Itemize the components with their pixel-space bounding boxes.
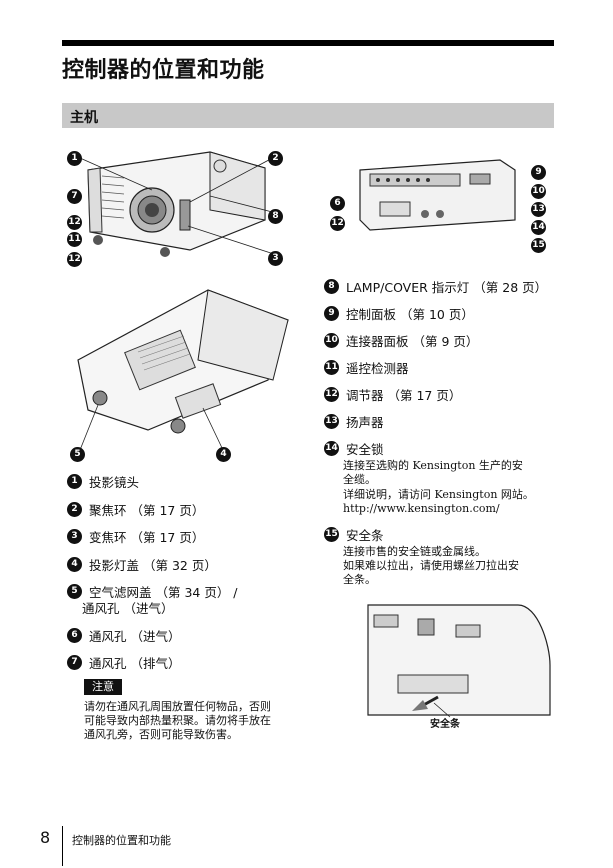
page-title: 控制器的位置和功能 [62, 58, 265, 83]
callout-12c: 12 [330, 216, 345, 231]
list-item-continuation: 通风孔 （进气） [82, 601, 174, 616]
section-title: 主机 [70, 110, 98, 126]
callout-9: 9 [531, 165, 546, 180]
item-badge: 9 [324, 306, 339, 321]
item-badge: 14 [324, 441, 339, 456]
callout-6: 6 [330, 196, 345, 211]
callout-2: 2 [268, 151, 283, 166]
item-badge: 4 [67, 557, 82, 572]
callout-1: 1 [67, 151, 82, 166]
item-badge: 2 [67, 502, 82, 517]
callout-12a: 12 [67, 215, 82, 230]
item-badge: 6 [67, 628, 82, 643]
callout-11: 11 [67, 232, 82, 247]
desc-line: 如果难以拉出，请使用螺丝刀拉出安 [343, 559, 519, 572]
projector-front-illustration [79, 151, 281, 257]
security-bar-illustration [367, 604, 551, 718]
footer-title: 控制器的位置和功能 [72, 834, 171, 847]
desc-line: 全条。 [343, 573, 376, 586]
callout-8: 8 [268, 209, 283, 224]
url-text: http://www.kensington.com/ [343, 502, 500, 515]
note-line: 请勿在通风孔周围放置任何物品，否则 [84, 700, 271, 713]
item-badge: 7 [67, 655, 82, 670]
item-badge: 1 [67, 474, 82, 489]
item-badge: 15 [324, 527, 339, 542]
projector-rear-illustration [359, 159, 516, 231]
callout-7: 7 [67, 189, 82, 204]
desc-line: 连接市售的安全链或金属线。 [343, 545, 486, 558]
desc-line: 详细说明，请访问 Kensington 网站。 [343, 488, 534, 501]
item-badge: 10 [324, 333, 339, 348]
projector-bottom-illustration [77, 289, 289, 451]
header-rule [62, 40, 554, 46]
item-badge: 5 [67, 584, 82, 599]
callout-4: 4 [216, 447, 231, 462]
item-badge: 13 [324, 414, 339, 429]
callout-14: 14 [531, 220, 546, 235]
item-badge: 8 [324, 279, 339, 294]
callout-13: 13 [531, 202, 546, 217]
callout-10: 10 [531, 184, 546, 199]
callout-3: 3 [268, 251, 283, 266]
callout-5: 5 [70, 447, 85, 462]
callout-12b: 12 [67, 252, 82, 267]
footer-rule [62, 826, 63, 866]
note-line: 可能导致内部热量积聚。请勿将手放在 [84, 714, 271, 727]
item-badge: 3 [67, 529, 82, 544]
desc-line: 全缆。 [343, 473, 376, 486]
item-badge: 12 [324, 387, 339, 402]
section-header: 主机 [62, 103, 554, 128]
figure-caption: 安全条 [430, 719, 460, 730]
note-label: 注意 [84, 679, 122, 695]
desc-line: 连接至选购的 Kensington 生产的安 [343, 459, 523, 472]
item-badge: 11 [324, 360, 339, 375]
page-number: 8 [40, 828, 51, 847]
note-line: 通风孔旁，否则可能导致伤害。 [84, 728, 238, 741]
callout-15: 15 [531, 238, 546, 253]
